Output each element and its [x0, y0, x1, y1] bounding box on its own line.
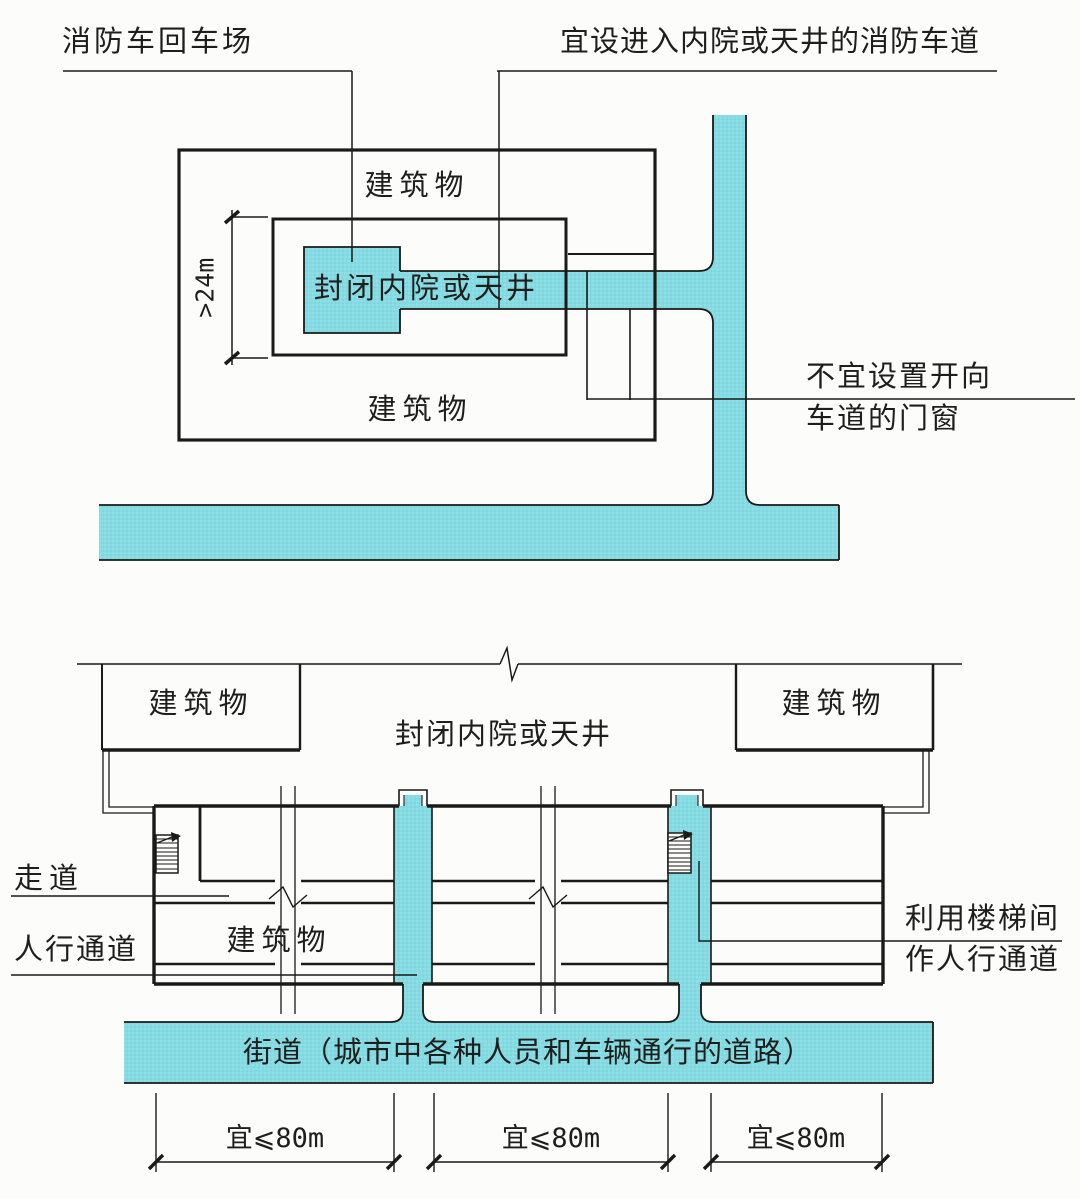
label-dim-80m-1: 宜⩽80m [225, 1123, 325, 1154]
label-building-right-box: 建筑物 [781, 688, 887, 720]
label-stair-passage-line2: 作人行通道 [905, 944, 1061, 976]
label-dim-80m-3: 宜⩽80m [746, 1123, 846, 1154]
label-stair-passage-line1: 利用楼梯间 [905, 903, 1061, 935]
label-fire-lane: 宜设进入内院或天井的消防车道 [560, 26, 981, 58]
bottom-lines [11, 645, 1062, 1172]
label-building-top: 建筑物 [364, 170, 470, 202]
label-courtyard-top: 封闭内院或天井 [314, 273, 539, 305]
label-no-doors-line2: 车道的门窗 [806, 403, 962, 435]
label-corridor: 走道 [14, 863, 85, 895]
label-dim-80m-2: 宜⩽80m [501, 1123, 601, 1154]
label-courtyard-bottom: 封闭内院或天井 [395, 719, 613, 751]
top-lines [63, 70, 1075, 561]
label-building-block: 建筑物 [226, 925, 332, 957]
label-building-left-box: 建筑物 [148, 688, 254, 720]
label-building-bottom: 建筑物 [367, 394, 473, 426]
label-fire-truck-turnaround: 消防车回车场 [62, 26, 255, 58]
label-dimension-24m: >24m [190, 257, 220, 318]
bottom-roads-fill [124, 795, 933, 1083]
label-pedestrian-passage: 人行通道 [14, 934, 139, 966]
label-street: 街道（城市中各种人员和车辆通行的道路） [242, 1037, 813, 1069]
label-no-doors-line1: 不宜设置开向 [806, 361, 993, 393]
